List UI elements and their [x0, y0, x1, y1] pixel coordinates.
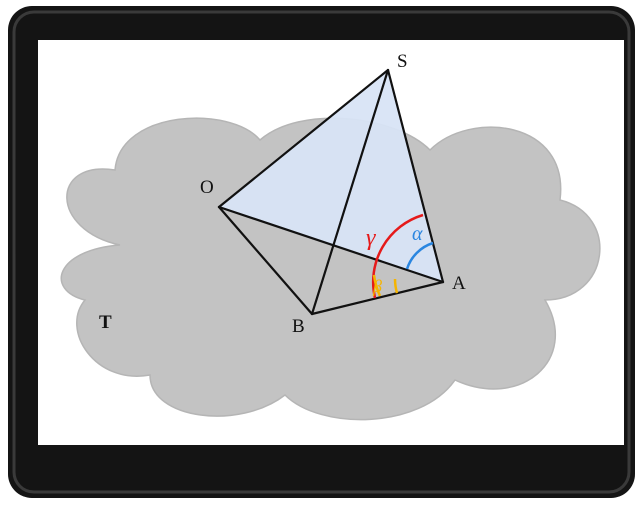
beta-arc [372, 274, 382, 297]
alpha-arc [405, 241, 434, 270]
edge-OA [217, 205, 445, 284]
plane-label-T: T [99, 312, 112, 333]
point-label-B: B [292, 316, 305, 337]
point-label-S: S [397, 51, 408, 72]
face-SOA [219, 70, 443, 282]
alpha-label: α [412, 223, 423, 245]
point-label-A: A [452, 273, 466, 294]
frame-bevel [12, 10, 631, 494]
beta-arc-inner [393, 278, 399, 294]
plane-cloud [60, 117, 601, 421]
edge-OB [217, 205, 314, 316]
beta-label: β [372, 276, 382, 296]
edge-SA [386, 68, 445, 284]
edge-BA [310, 280, 445, 316]
edge-SO [217, 68, 390, 209]
edge-SB [310, 68, 390, 316]
gamma-label: γ [366, 225, 376, 251]
point-label-O: O [200, 177, 214, 198]
gamma-arc [371, 213, 424, 299]
